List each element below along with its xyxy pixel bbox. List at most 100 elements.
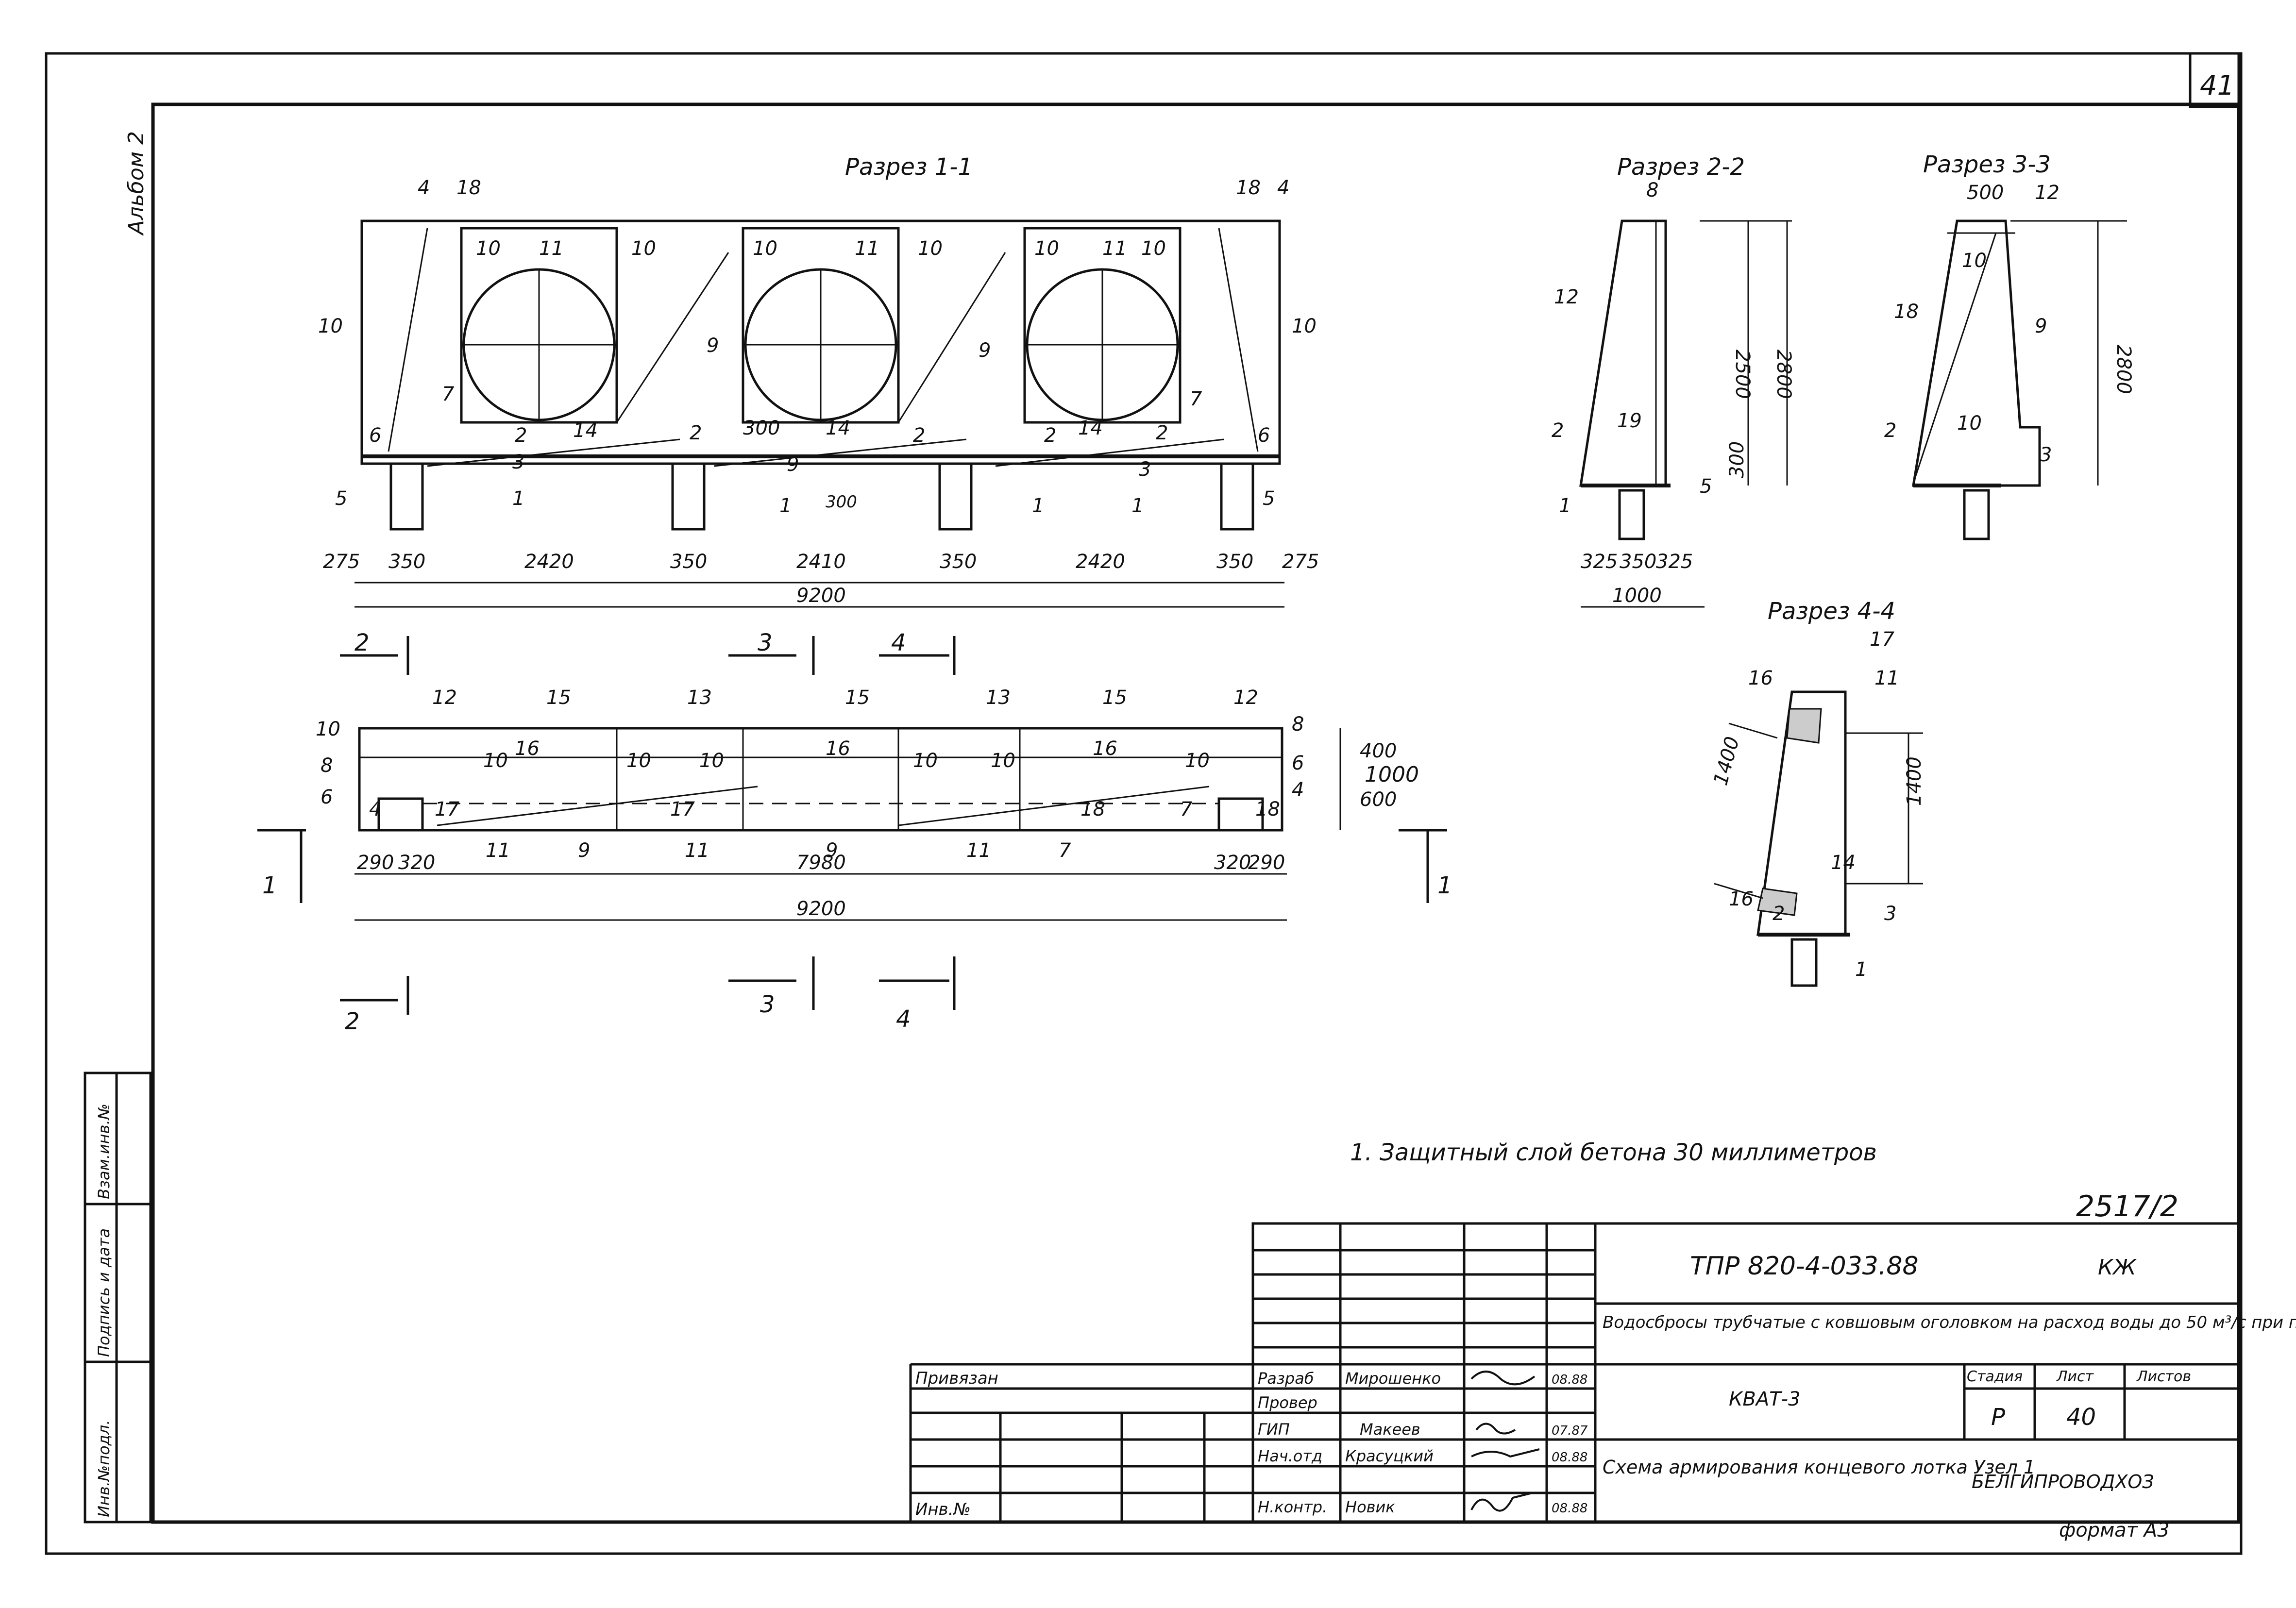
svg-text:2: 2 [1156,422,1168,444]
svg-text:5: 5 [1700,475,1712,498]
svg-text:4: 4 [369,798,381,821]
svg-text:3: 3 [758,629,773,656]
section-2-2-title: Разрез 2-2 [1617,153,1745,181]
svg-text:15: 15 [1102,687,1127,709]
svg-text:275: 275 [323,551,360,573]
svg-text:1: 1 [262,872,277,899]
svg-text:11: 11 [855,237,879,260]
bound-label: Привязан [915,1369,998,1388]
svg-text:1: 1 [779,495,792,517]
svg-text:12: 12 [432,687,457,709]
svg-text:Нач.отд: Нач.отд [1258,1447,1322,1465]
plan-overall-dim: 9200 [796,898,846,920]
svg-text:1400: 1400 [1903,756,1925,806]
svg-text:19: 19 [1617,410,1642,432]
title-block-text: ТПР 820-4-033.88 КЖ Водосбросы трубчатые… [915,1252,2296,1519]
section-3-3-title: Разрез 3-3 [1923,151,2051,178]
svg-text:320: 320 [398,852,435,874]
svg-text:17: 17 [670,798,695,821]
svg-text:3: 3 [1139,458,1151,481]
svg-text:7: 7 [1059,839,1071,862]
svg-text:325: 325 [1656,551,1693,573]
svg-text:18: 18 [1236,177,1261,199]
svg-text:Подпись и дата: Подпись и дата [95,1228,113,1357]
svg-text:14: 14 [1078,417,1103,439]
plan-view [257,636,1447,1015]
svg-text:11: 11 [685,839,709,862]
svg-text:300: 300 [826,492,857,512]
svg-text:2410: 2410 [796,551,846,573]
object-code: КВАТ-3 [1729,1388,1801,1410]
svg-text:10: 10 [483,750,508,772]
svg-text:6: 6 [1292,752,1304,774]
plan-view-labels: 12 15 13 15 13 15 12 10 8 6 4 16 10 10 1… [262,629,1452,1035]
svg-text:3: 3 [760,991,775,1018]
svg-text:10: 10 [1034,237,1059,260]
svg-text:1: 1 [1437,872,1452,899]
svg-text:2: 2 [355,629,370,656]
svg-text:10: 10 [913,750,938,772]
side-stamp-labels: Инв.№подл. Подпись и дата Взам.инв.№ [95,1104,113,1517]
album-label: Альбом 2 [124,131,149,236]
svg-text:16: 16 [1748,667,1773,689]
svg-text:325: 325 [1581,551,1618,573]
svg-text:16: 16 [515,737,540,760]
svg-text:3: 3 [1884,903,1896,925]
svg-text:1: 1 [1131,495,1144,517]
stage-header: Стадия [1967,1368,2023,1385]
svg-text:10: 10 [626,750,651,772]
svg-text:1400: 1400 [1709,734,1744,787]
svg-text:Разраб: Разраб [1258,1369,1314,1388]
svg-text:275: 275 [1282,551,1319,573]
svg-text:320: 320 [1214,852,1251,874]
svg-text:Красуцкий: Красуцкий [1345,1447,1434,1465]
svg-text:2: 2 [913,424,925,447]
section-2-2-labels: Разрез 2-2 8 12 2 19 1 5 2500 2800 300 3… [1552,153,1795,607]
svg-text:10: 10 [918,237,943,260]
organization-name: БЕЛГИПРОВОДХОЗ [1972,1471,2154,1492]
svg-text:1000: 1000 [1612,585,1662,607]
svg-text:2800: 2800 [2112,345,2135,394]
section-4-4 [1714,690,1923,987]
svg-text:1: 1 [1559,495,1571,517]
svg-text:Н.контр.: Н.контр. [1258,1498,1327,1516]
svg-text:10: 10 [1292,315,1317,337]
svg-text:08.88: 08.88 [1552,1373,1587,1387]
svg-text:Новик: Новик [1345,1498,1395,1516]
svg-text:12: 12 [2035,182,2060,204]
svg-text:10: 10 [1962,250,1987,272]
svg-text:7: 7 [1190,388,1202,410]
svg-text:10: 10 [1185,750,1210,772]
svg-text:7980: 7980 [796,852,846,874]
svg-text:14: 14 [1831,852,1856,874]
section-1-1-labels: Разрез 1-1 4 18 10 11 10 10 11 10 10 11 … [318,153,1319,607]
svg-text:1: 1 [512,487,524,510]
svg-text:11: 11 [539,237,564,260]
section-4-4-labels: Разрез 4-4 17 16 11 14 16 2 3 1 1400 140… [1709,598,1925,981]
svg-text:2: 2 [1552,419,1564,442]
svg-text:3: 3 [512,451,524,473]
svg-text:11: 11 [1874,667,1899,689]
svg-text:18: 18 [1894,301,1919,323]
svg-text:2: 2 [1884,419,1896,442]
svg-text:350: 350 [1620,551,1656,573]
svg-text:2: 2 [690,422,702,444]
svg-text:4: 4 [891,629,906,656]
section-3-3-labels: Разрез 3-3 500 12 10 18 9 2 10 3 2800 [1884,151,2135,466]
svg-text:600: 600 [1360,788,1397,811]
section-1-1-title: Разрез 1-1 [845,153,973,181]
svg-text:15: 15 [845,687,870,709]
svg-text:2: 2 [515,424,527,447]
svg-text:14: 14 [826,417,850,439]
svg-text:Мирошенко: Мирошенко [1345,1369,1441,1388]
svg-text:9: 9 [2035,315,2047,337]
sheets-header: Листов [2136,1368,2191,1385]
svg-text:9: 9 [578,839,590,862]
svg-text:11: 11 [966,839,991,862]
svg-text:18: 18 [456,177,481,199]
svg-text:10: 10 [1141,237,1166,260]
svg-text:17: 17 [1870,628,1894,651]
svg-text:2420: 2420 [1076,551,1125,573]
svg-text:12: 12 [1233,687,1258,709]
svg-text:9: 9 [707,335,719,357]
